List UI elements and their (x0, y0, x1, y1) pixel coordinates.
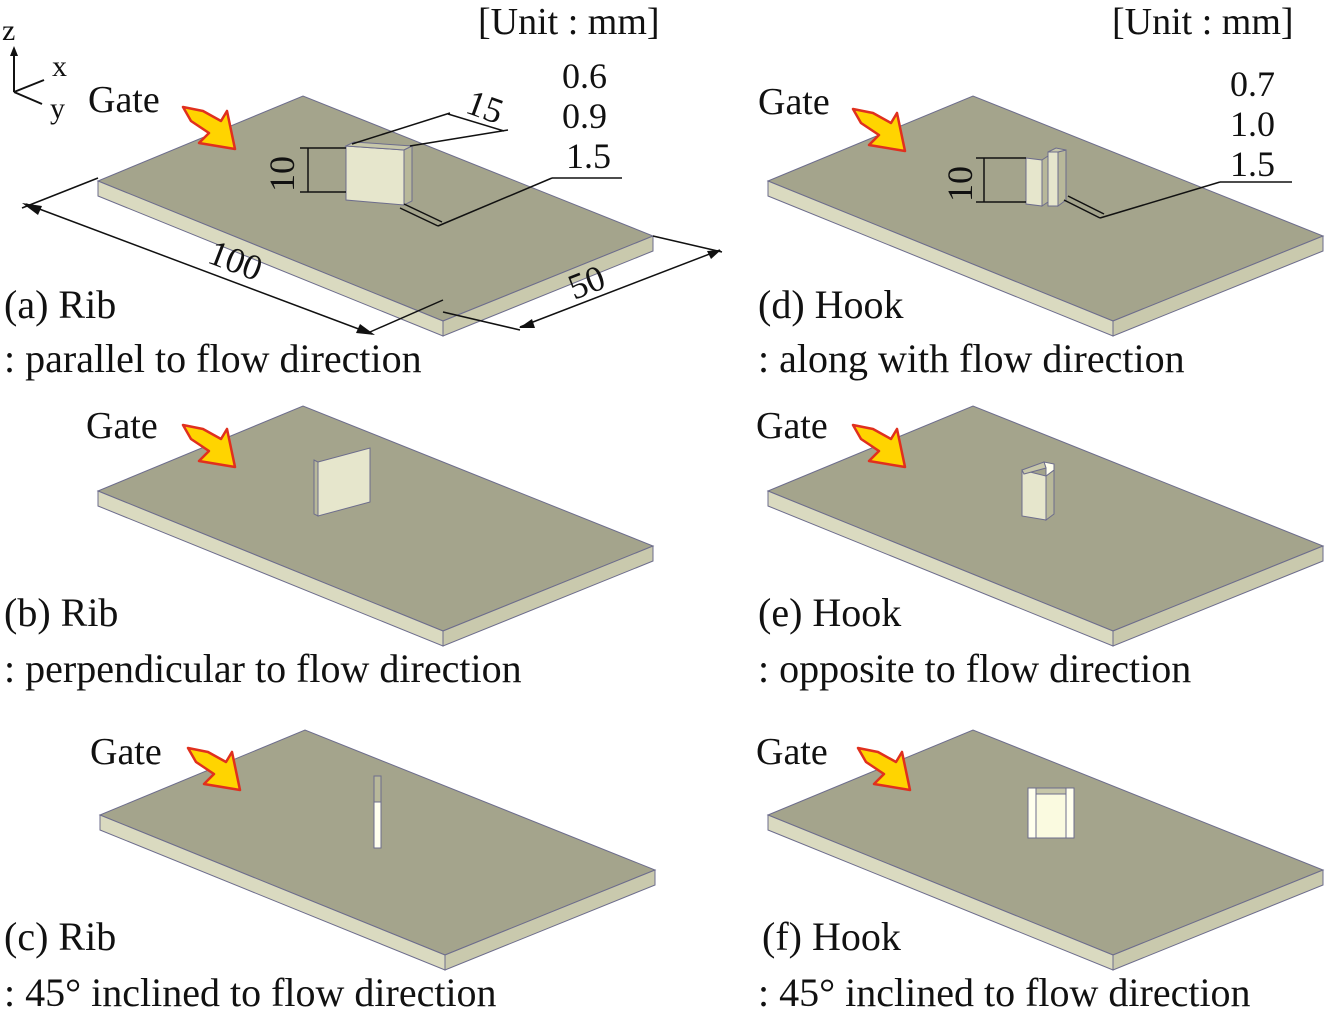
dim-rib-length-a: 15 (351, 82, 509, 147)
rib-b (313, 447, 371, 517)
panel-d-subtitle: : along with flow direction (758, 336, 1185, 381)
thickness-value-d-1: 0.7 (1230, 64, 1275, 104)
axis-triad: z x y (2, 14, 67, 125)
panel-a-title: (a) Rib (4, 282, 116, 327)
panel-a-subtitle: : parallel to flow direction (4, 336, 422, 381)
panel-b: Gate (b) Rib : perpendicular to flow dir… (4, 405, 654, 691)
axis-z-label: z (2, 14, 15, 47)
thickness-value-a-1: 0.6 (562, 56, 607, 96)
thickness-value-d-2: 1.0 (1230, 104, 1275, 144)
thickness-leader-d: 0.7 1.0 1.5 (1063, 64, 1292, 219)
dim-height-a: 10 (262, 147, 346, 193)
gate-label-c: Gate (90, 731, 162, 773)
panel-a: z x y [Unit : mm] Gate 10 15 (2, 1, 723, 381)
hook-e (1021, 461, 1055, 521)
panel-d: [Unit : mm] 10 0.7 1.0 1.5 Gate (d) Hook (758, 1, 1324, 381)
panel-e-subtitle: : opposite to flow direction (758, 646, 1191, 691)
plate-b (97, 405, 654, 647)
panel-b-title: (b) Rib (4, 590, 118, 635)
panel-e-title: (e) Hook (758, 590, 901, 635)
hook-d (1025, 147, 1067, 207)
gate-label-f: Gate (756, 731, 828, 773)
axis-y-label: y (50, 92, 65, 125)
height-value-d: 10 (940, 166, 980, 202)
panel-f-title: (f) Hook (762, 914, 901, 959)
panel-d-title: (d) Hook (758, 282, 904, 327)
gate-label-b: Gate (86, 405, 158, 447)
gate-label-e: Gate (756, 405, 828, 447)
hook-f (1027, 787, 1075, 839)
thickness-value-a-3: 1.5 (566, 136, 611, 176)
thickness-leader-a: 0.6 0.9 1.5 (399, 56, 622, 227)
height-value-a: 10 (262, 156, 302, 192)
gate-label-a: Gate (88, 79, 160, 121)
panel-c-subtitle: : 45° inclined to flow direction (4, 970, 497, 1012)
unit-label-left: [Unit : mm] (478, 1, 660, 43)
panel-c-title: (c) Rib (4, 914, 116, 959)
rib-length-value-a: 15 (461, 82, 509, 132)
rib-a (344, 141, 414, 206)
panel-f: Gate (f) Hook : 45° inclined to flow dir… (756, 729, 1324, 1012)
thickness-value-a-2: 0.9 (562, 96, 607, 136)
panel-f-subtitle: : 45° inclined to flow direction (758, 970, 1251, 1012)
panel-c: Gate (c) Rib : 45° inclined to flow dire… (4, 729, 656, 1012)
gate-label-d: Gate (758, 81, 830, 123)
plate-c (99, 729, 656, 971)
axis-x-label: x (52, 50, 67, 83)
panel-e: Gate (e) Hook : opposite to flow directi… (756, 405, 1324, 691)
thickness-value-d-3: 1.5 (1230, 144, 1275, 184)
unit-label-right: [Unit : mm] (1112, 1, 1294, 43)
rib-c (373, 775, 382, 849)
dim-height-d: 10 (940, 157, 1026, 203)
panel-b-subtitle: : perpendicular to flow direction (4, 646, 522, 691)
